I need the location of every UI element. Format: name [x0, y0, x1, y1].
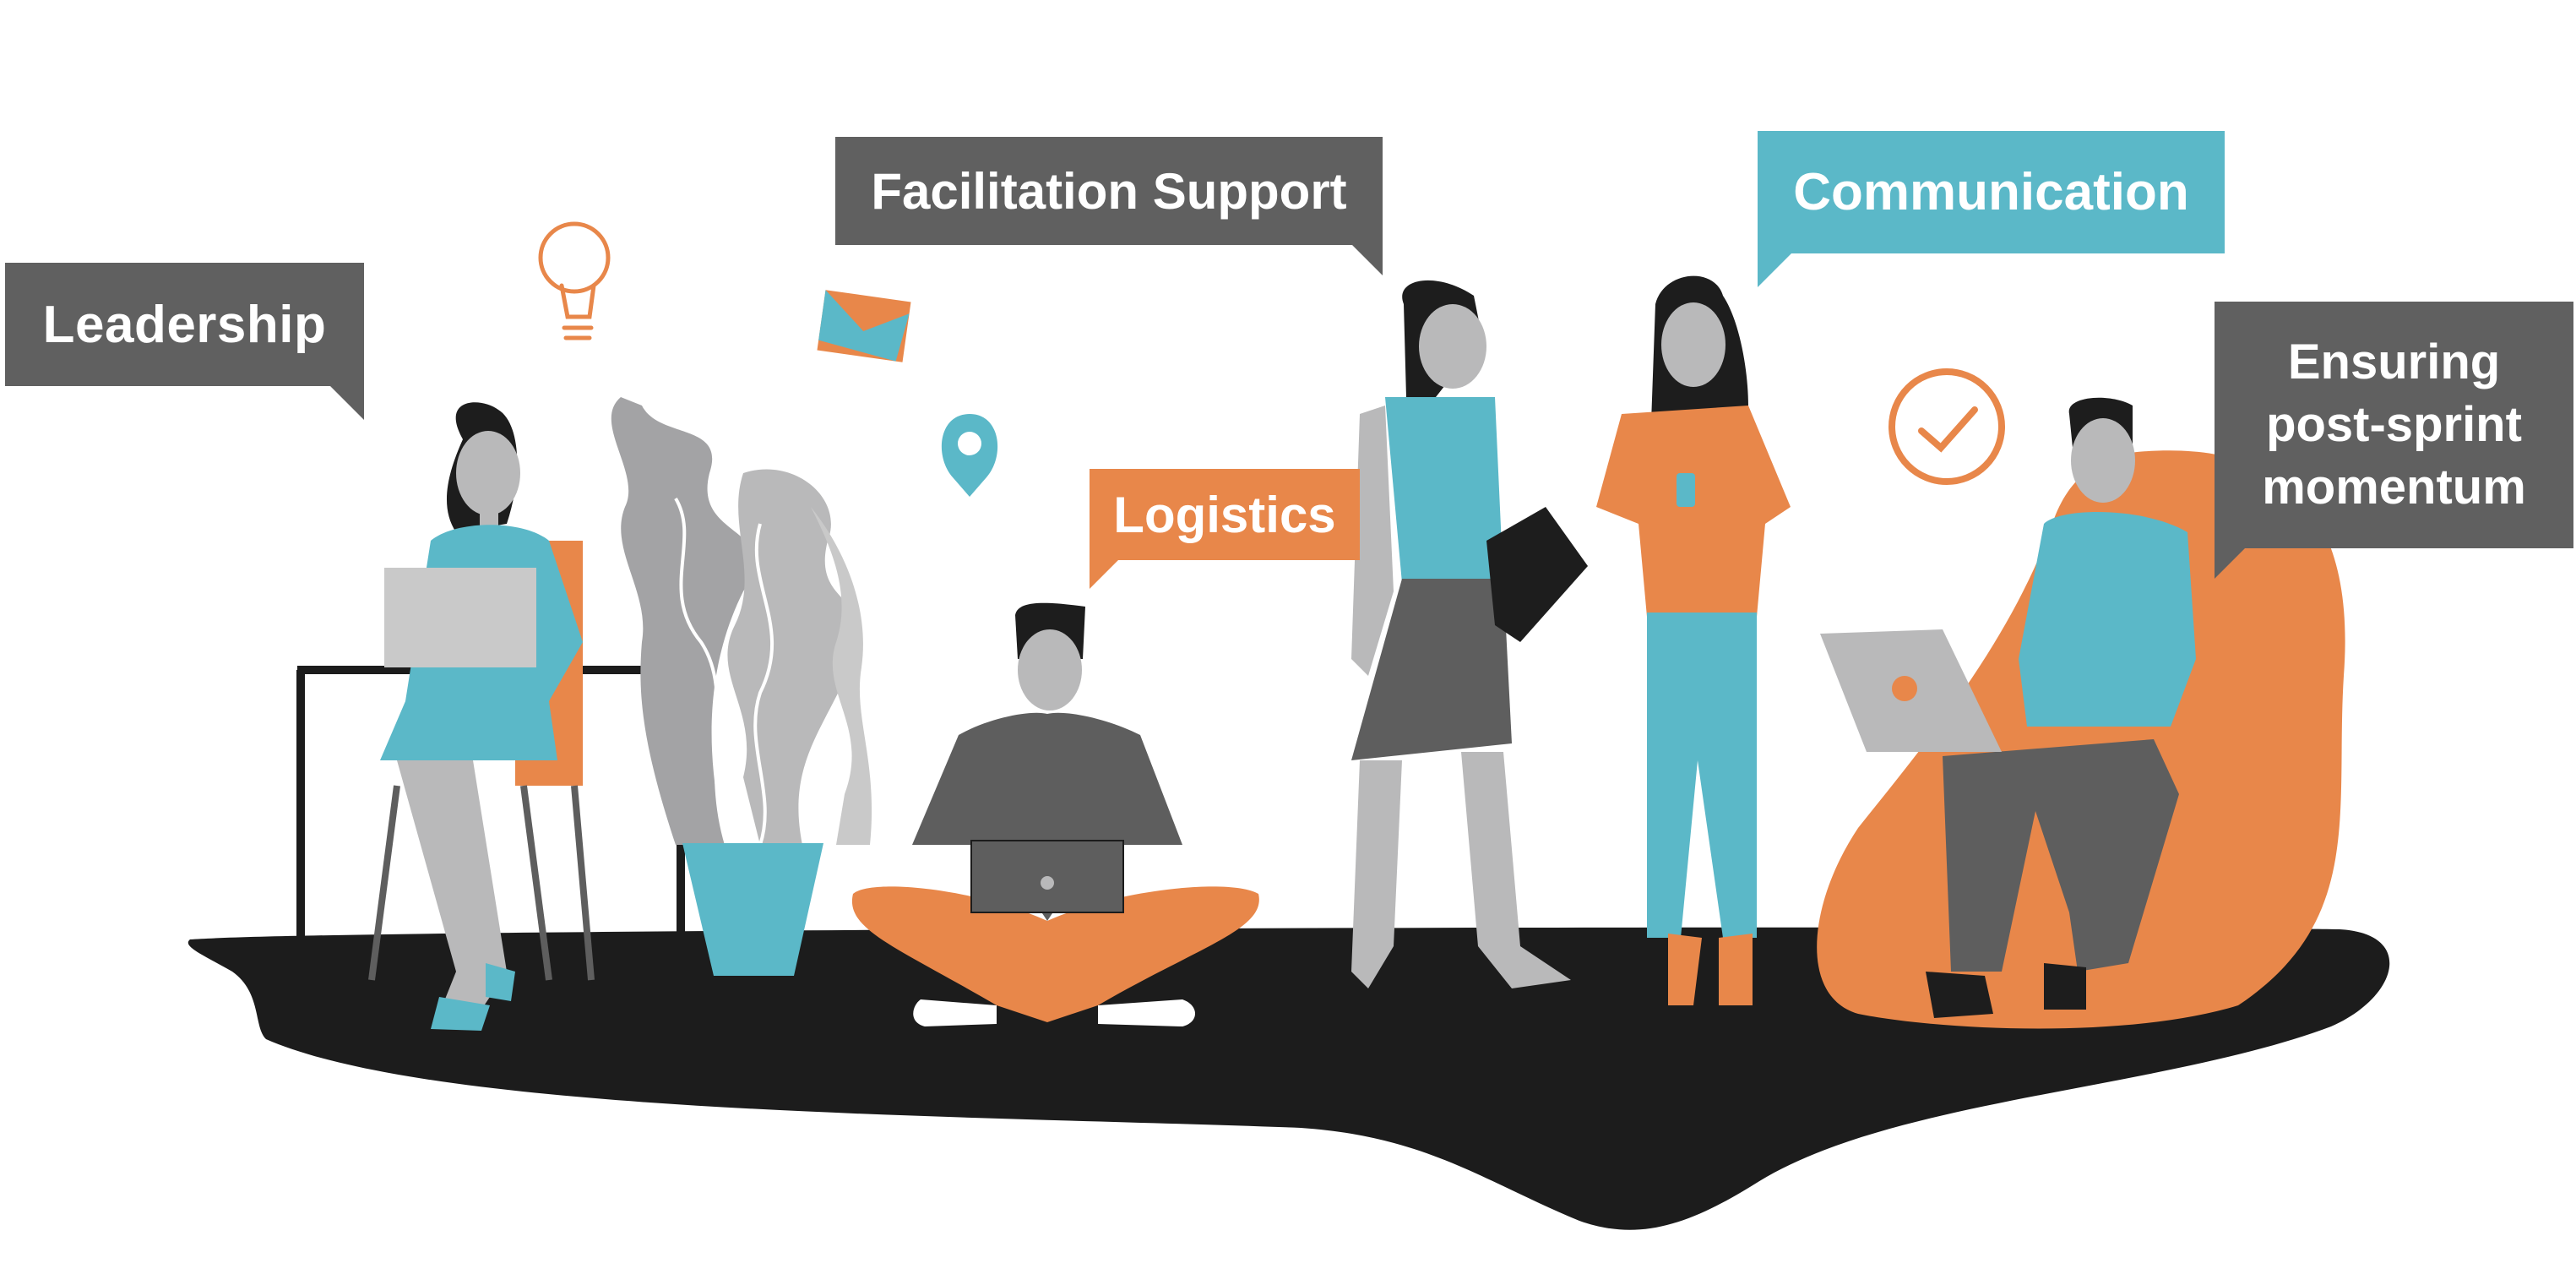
communication-label: Communication [1758, 131, 2225, 287]
ensuring-momentum-label: Ensuring post-sprint momentum [2215, 302, 2573, 579]
lightbulb-icon [538, 221, 611, 340]
woman-with-folder [1351, 280, 1588, 988]
momentum-line-1: Ensuring [2287, 335, 2501, 389]
facilitation-tail [1352, 245, 1383, 275]
logistics-text: Logistics [1113, 486, 1336, 543]
man-on-bean-bag [1820, 397, 2196, 1018]
envelope-icon [817, 290, 911, 362]
momentum-line-2: post-sprint [2266, 397, 2522, 452]
plant [611, 397, 872, 976]
communication-tail [1758, 253, 1791, 287]
momentum-tail [2215, 548, 2245, 579]
facilitation-support-text: Facilitation Support [871, 162, 1347, 220]
communication-text: Communication [1793, 163, 2189, 221]
momentum-line-3: momentum [2262, 460, 2526, 515]
man-cross-legged [851, 602, 1259, 1026]
logistics-label: Logistics [1090, 469, 1360, 589]
woman-with-phone [1596, 275, 1791, 1005]
leadership-text: Leadership [42, 295, 327, 354]
leadership-label: Leadership [5, 263, 364, 420]
checkmark-circle-icon [1889, 368, 2005, 485]
facilitation-support-label: Facilitation Support [835, 137, 1383, 275]
logistics-tail [1090, 560, 1118, 589]
woman-at-desk [380, 402, 583, 1031]
location-pin-icon [941, 414, 998, 497]
leadership-tail [330, 386, 364, 420]
